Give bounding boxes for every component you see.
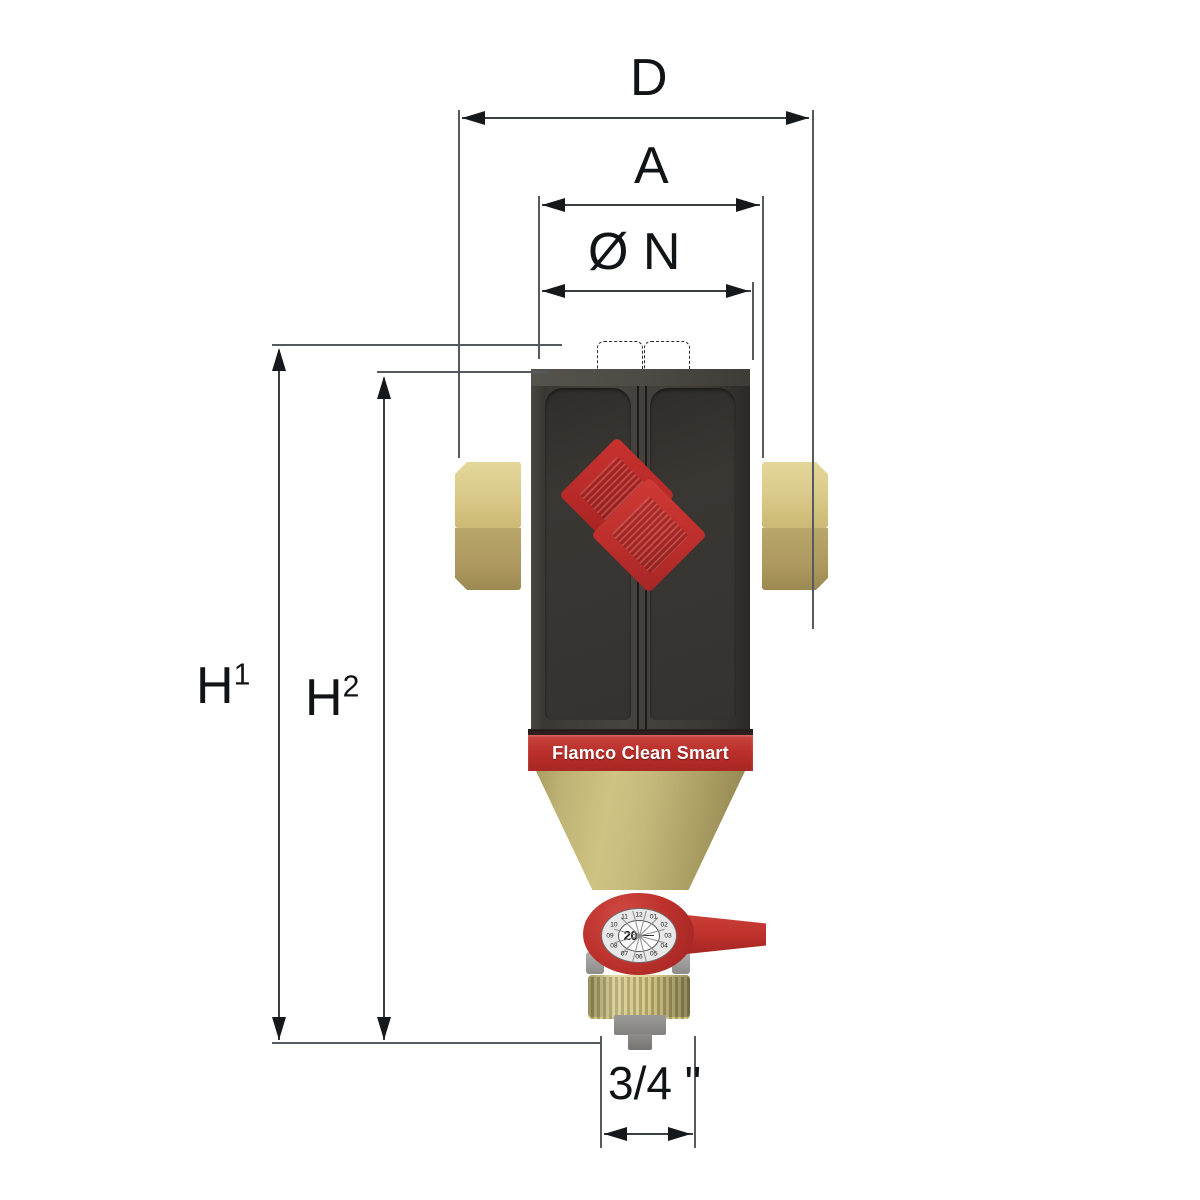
arrow-d-right bbox=[786, 111, 809, 125]
sediment-cone bbox=[536, 771, 745, 890]
dim-label-h2-sup: 2 bbox=[342, 670, 360, 704]
dim-label-h2-base: H bbox=[305, 669, 343, 727]
dial-month-08: 08 bbox=[610, 942, 618, 950]
dim-label-d: D bbox=[630, 49, 668, 107]
dimline-a bbox=[542, 204, 760, 206]
dim-label-h1-sup: 1 bbox=[233, 658, 251, 692]
ext-line-h1-top bbox=[272, 344, 562, 346]
dim-label-h1-base: H bbox=[196, 657, 234, 715]
arrow-h2-bottom bbox=[377, 1017, 391, 1040]
port-right bbox=[762, 462, 828, 590]
drain-cap-shading bbox=[588, 975, 690, 1017]
arrow-a-left bbox=[542, 198, 565, 212]
arrow-a-right bbox=[736, 198, 759, 212]
dimline-d bbox=[462, 117, 809, 119]
dial-year-blank bbox=[638, 935, 655, 936]
product-label-band: Flamco Clean Smart bbox=[528, 735, 753, 771]
flamco-logo bbox=[559, 437, 714, 593]
dimline-h1 bbox=[278, 350, 280, 1040]
arrow-h1-top bbox=[272, 348, 286, 371]
outlet-collar bbox=[614, 1015, 666, 1035]
port-right-bevel-br bbox=[816, 578, 828, 590]
ext-line-a-right bbox=[762, 196, 764, 458]
arrow-n-left bbox=[542, 284, 565, 298]
port-left-bevel-tl bbox=[455, 462, 467, 474]
dial-month-11: 11 bbox=[621, 913, 628, 921]
arrow-drain-right bbox=[668, 1127, 691, 1141]
ext-line-d-right bbox=[812, 110, 814, 629]
dimline-drain bbox=[604, 1133, 693, 1135]
dimline-n bbox=[542, 290, 751, 292]
dial-month-07: 07 bbox=[620, 950, 629, 958]
dim-label-drain: 3/4 " bbox=[608, 1057, 702, 1109]
dial-month-06: 06 bbox=[635, 953, 643, 960]
ext-line-d-left bbox=[458, 110, 460, 458]
vent-stub-left-icon bbox=[597, 341, 643, 372]
dimline-h2 bbox=[383, 378, 385, 1040]
label-band-shadow bbox=[528, 729, 753, 736]
ext-line-h2-top bbox=[377, 371, 549, 373]
dial-month-12: 12 bbox=[635, 911, 643, 918]
dial-month-02: 02 bbox=[660, 921, 668, 929]
port-left-bevel-bl bbox=[455, 578, 467, 590]
arrow-drain-left bbox=[604, 1127, 627, 1141]
ext-line-drain-left bbox=[600, 1036, 602, 1148]
dial-month-05: 05 bbox=[649, 950, 658, 958]
product-label-text: Flamco Clean Smart bbox=[552, 742, 729, 763]
arrow-n-right bbox=[726, 284, 749, 298]
dial-month-04: 04 bbox=[660, 942, 668, 950]
dim-label-h1: H1 bbox=[196, 660, 250, 712]
ext-line-n-right bbox=[752, 282, 754, 360]
arrow-h2-top bbox=[377, 376, 391, 399]
ext-line-h1-bottom bbox=[272, 1042, 602, 1044]
vent-stub-right-icon bbox=[644, 341, 690, 372]
dim-label-a: A bbox=[634, 137, 669, 195]
body-top-face bbox=[531, 369, 750, 386]
dial-month-03: 03 bbox=[664, 932, 672, 939]
drain-cap[interactable] bbox=[588, 975, 690, 1019]
dim-label-n: Ø N bbox=[588, 223, 681, 281]
arrow-h1-bottom bbox=[272, 1017, 286, 1040]
dial-month-10: 10 bbox=[610, 921, 618, 929]
ext-line-a-left bbox=[538, 196, 540, 359]
dim-label-h2: H2 bbox=[305, 672, 359, 724]
ext-line-drain-right bbox=[694, 1036, 696, 1148]
dial-month-09: 09 bbox=[606, 932, 614, 939]
dial-month-01: 01 bbox=[649, 913, 658, 921]
arrow-d-left bbox=[462, 111, 485, 125]
port-right-bevel-tr bbox=[816, 462, 828, 474]
outlet-nose bbox=[628, 1034, 652, 1050]
port-left bbox=[455, 462, 521, 590]
